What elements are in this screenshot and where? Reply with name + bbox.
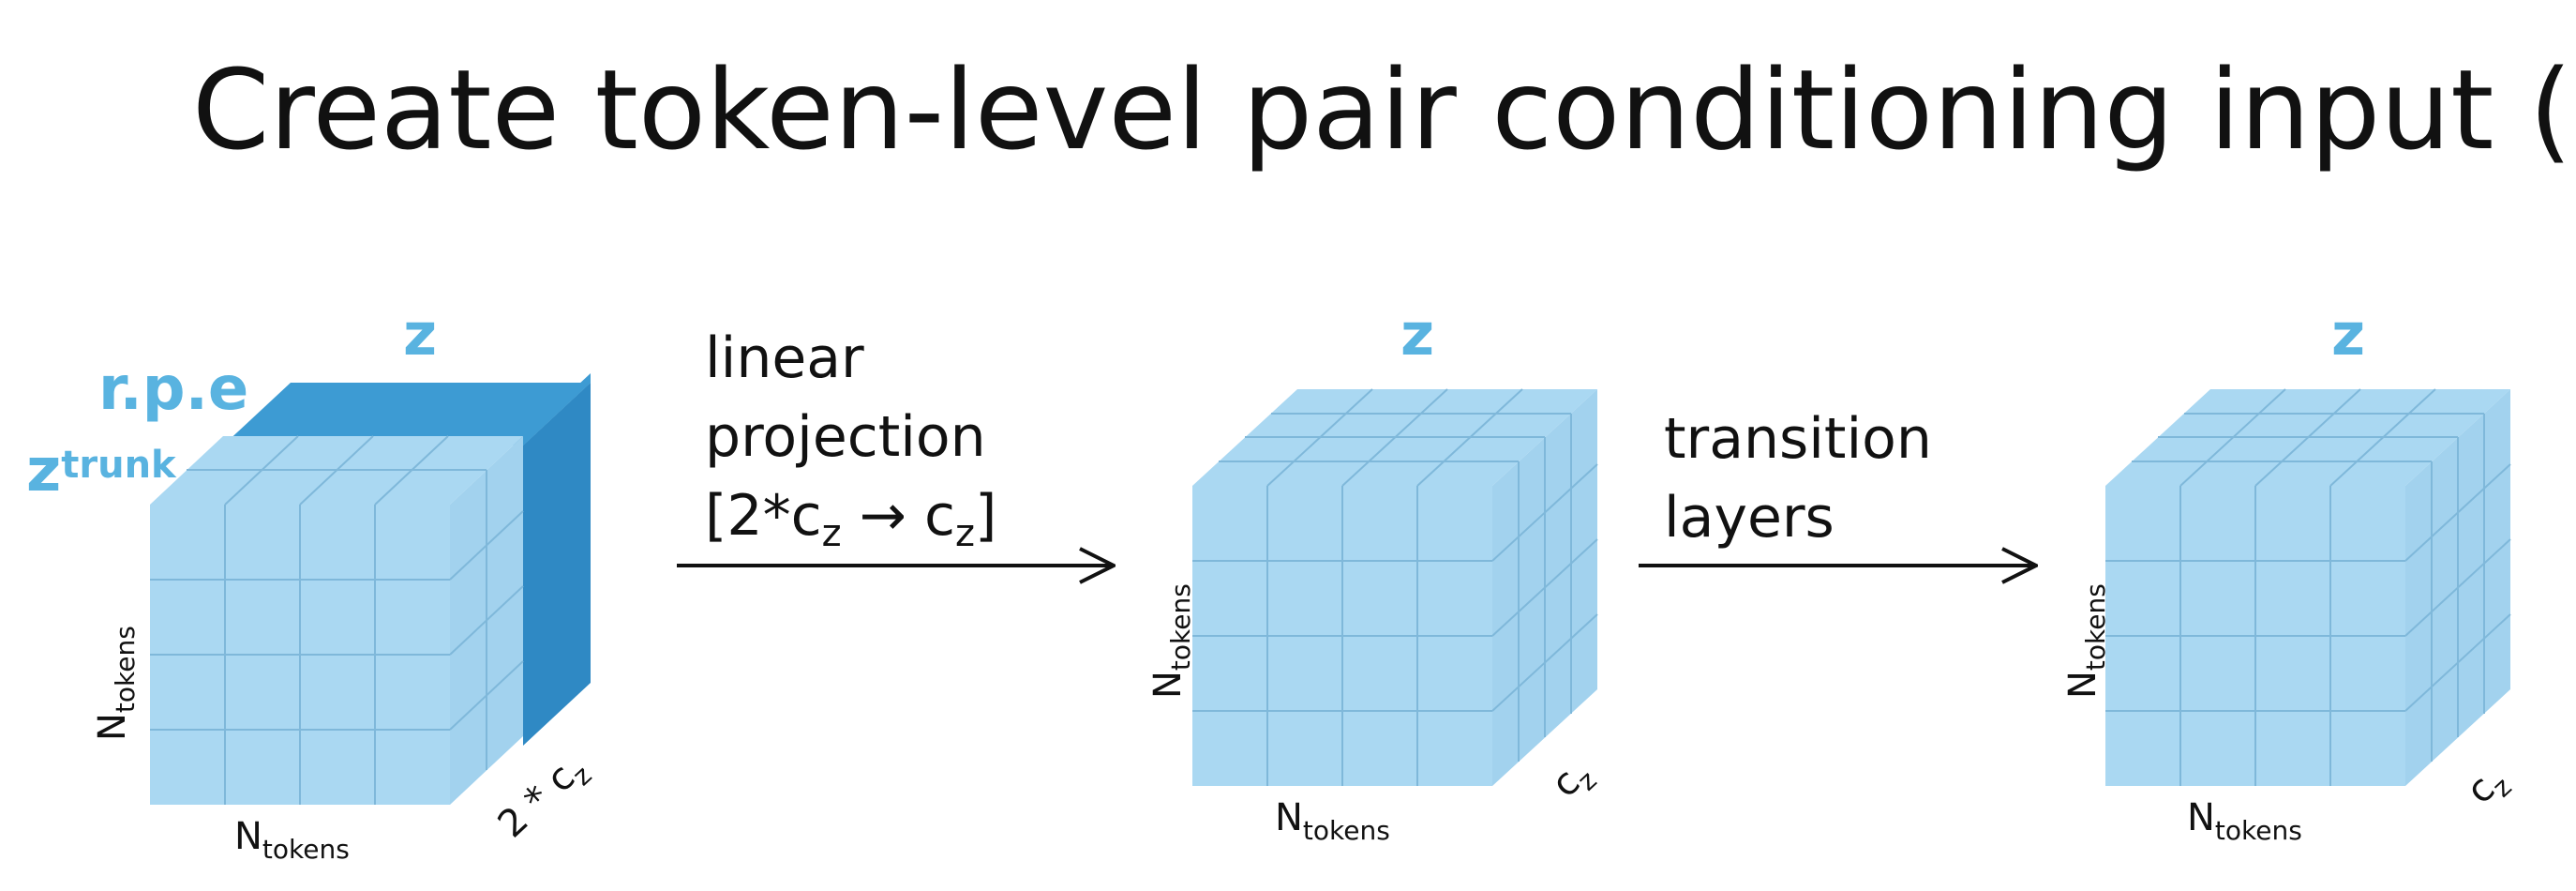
cube3-block [2105,388,2511,786]
op1-mid: → c [841,483,955,549]
cube2-grid [1192,388,1598,786]
op1-line1: linear [705,325,864,391]
cube2-width-n: N [1275,796,1303,839]
cube3-width-sub: tokens [2214,815,2302,846]
cube1-width-sub: tokens [262,834,350,865]
cube1-rpe-side-face [523,383,591,746]
cube2-height-label: Ntokens [1146,583,1196,699]
op1-line3: [2*cz → cz] [705,476,996,562]
ztrunk-sup: trunk [61,444,176,487]
op2-line2: layers [1664,485,1835,551]
cube1-height-sub: tokens [110,626,141,714]
title-text: Create token-level pair conditioning inp… [192,45,2572,174]
cube2-height-sub: tokens [1165,583,1196,672]
cube2-block [1192,388,1598,786]
op1-sub2: z [954,512,975,555]
cube1-height-n: N [91,713,134,741]
op1-line2: projection [705,404,986,470]
cube1-z-label: z [403,300,438,369]
cube3-height-sub: tokens [2080,583,2111,672]
cube1-rpe-block [223,383,591,746]
cube1-rpe-label: r.p.e [98,355,249,424]
op2-line1: transition [1664,406,1932,472]
cube3-width-n: N [2187,796,2215,839]
cube2-height-n: N [1146,671,1190,699]
slide-title: Create token-level pair conditioning inp… [192,39,2576,180]
cube1-rpe-edge [523,373,591,446]
cube2-width-label: Ntokens [1275,795,1390,846]
cube1-height-label: Ntokens [90,626,141,741]
cube1-trunk-block [150,373,591,805]
cube1-rpe-top-face [223,383,591,446]
cube3-height-label: Ntokens [2060,583,2111,699]
cube2-z-label: z [1400,300,1435,369]
cube3-width-label: Ntokens [2187,795,2302,846]
cube3-z-label: z [2331,300,2366,369]
cube3-height-n: N [2061,671,2104,699]
op1-suffix: ] [974,483,997,549]
cube3-grid [2105,388,2511,786]
title-accent-z: z [2572,45,2576,174]
op1-sub1: z [821,512,842,555]
cube2-width-sub: tokens [1302,815,1390,846]
cube1-width-label: Ntokens [234,814,350,865]
cube1-grid [150,435,524,805]
ztrunk-base: z [26,436,62,506]
cube1-ztrunk-label: ztrunk [26,433,176,508]
cube1-width-n: N [234,815,262,858]
op1-prefix: [2*c [705,483,822,549]
